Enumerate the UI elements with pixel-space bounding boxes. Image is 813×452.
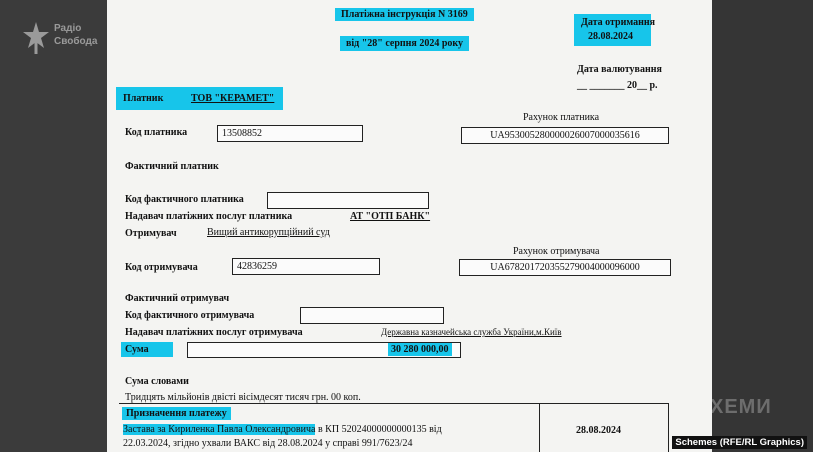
purpose-text-continuation: в КП 52024000000000135 від	[315, 424, 442, 435]
left-background-band: Радіо Свобода	[0, 0, 107, 452]
actual-payer-code-label: Код фактичного платника	[125, 194, 244, 205]
payer-code-label: Код платника	[125, 127, 188, 138]
actual-recipient-code-field	[300, 307, 444, 324]
value-date-blank: __ _______ 20__ р.	[577, 80, 658, 91]
payment-order-document: Платіжна інструкція N 3169 від "28" серп…	[107, 0, 712, 452]
recipient-bank-name: Державна казначейська служба України,м.К…	[381, 327, 562, 337]
payer-name: ТОВ "КЕРАМЕТ"	[191, 93, 275, 104]
actual-payer-label: Фактичний платник	[125, 161, 219, 172]
logo-icon	[23, 22, 49, 54]
amount-value: 30 280 000,00	[388, 343, 452, 356]
amount-label: Сума	[121, 342, 173, 357]
value-date-label: Дата валютування	[577, 64, 662, 75]
document-title: Платіжна інструкція N 3169	[335, 8, 474, 21]
received-date-label: Дата отримання	[581, 17, 656, 28]
actual-recipient-code-label: Код фактичного отримувача	[125, 310, 255, 321]
recipient-label: Отримувач	[125, 228, 177, 239]
payer-account-label: Рахунок платника	[523, 112, 600, 123]
recipient-code-field: 42836259	[232, 258, 380, 275]
purpose-text-line-2: 22.03.2024, згідно ухвали ВАКС від 28.08…	[123, 438, 413, 449]
recipient-account-label: Рахунок отримувача	[513, 246, 600, 257]
graphics-credit: Schemes (RFE/RL Graphics)	[672, 436, 807, 449]
radio-svoboda-logo: Радіо Свобода	[22, 18, 102, 60]
payer-highlight	[116, 87, 283, 110]
payer-code-field: 13508852	[217, 125, 363, 142]
actual-payer-code-field	[267, 192, 429, 209]
schemes-watermark: ХЕМИ	[710, 396, 772, 418]
payer-bank-label: Надавач платіжних послуг платника	[125, 211, 293, 222]
logo-text-bottom: Свобода	[54, 36, 98, 47]
purpose-highlighted-text: Застава за Кириленка Павла Олександрович…	[123, 424, 316, 435]
purpose-divider	[539, 403, 540, 452]
received-date-block: Дата отримання 28.08.2024	[574, 14, 655, 46]
document-date-line: від "28" серпня 2024 року	[340, 36, 470, 51]
purpose-text-line-1: Застава за Кириленка Павла Олександрович…	[123, 424, 442, 435]
purpose-date: 28.08.2024	[576, 425, 621, 436]
purpose-top-rule	[119, 403, 669, 404]
recipient-account-field: UA678201720355279004000096000	[459, 259, 671, 276]
payer-label: Платник	[123, 93, 164, 104]
payer-account-field: UA953005280000026007000035616	[461, 127, 669, 144]
right-background-band	[712, 0, 813, 452]
payer-bank-name: АТ "ОТП БАНК"	[350, 211, 431, 222]
actual-recipient-label: Фактичний отримувач	[125, 293, 230, 304]
purpose-right-border	[668, 403, 669, 452]
logo-text-top: Радіо	[54, 23, 82, 34]
purpose-label: Призначення платежу	[122, 407, 231, 420]
amount-words-value: Тридцять мільйонів двісті вісімдесят тис…	[125, 392, 361, 403]
recipient-bank-label: Надавач платіжних послуг отримувача	[125, 327, 303, 338]
recipient-code-label: Код отримувача	[125, 262, 198, 273]
amount-words-label: Сума словами	[125, 376, 189, 387]
received-date-value: 28.08.2024	[588, 31, 633, 42]
recipient-name: Вищий антикорупційний суд	[207, 227, 330, 238]
